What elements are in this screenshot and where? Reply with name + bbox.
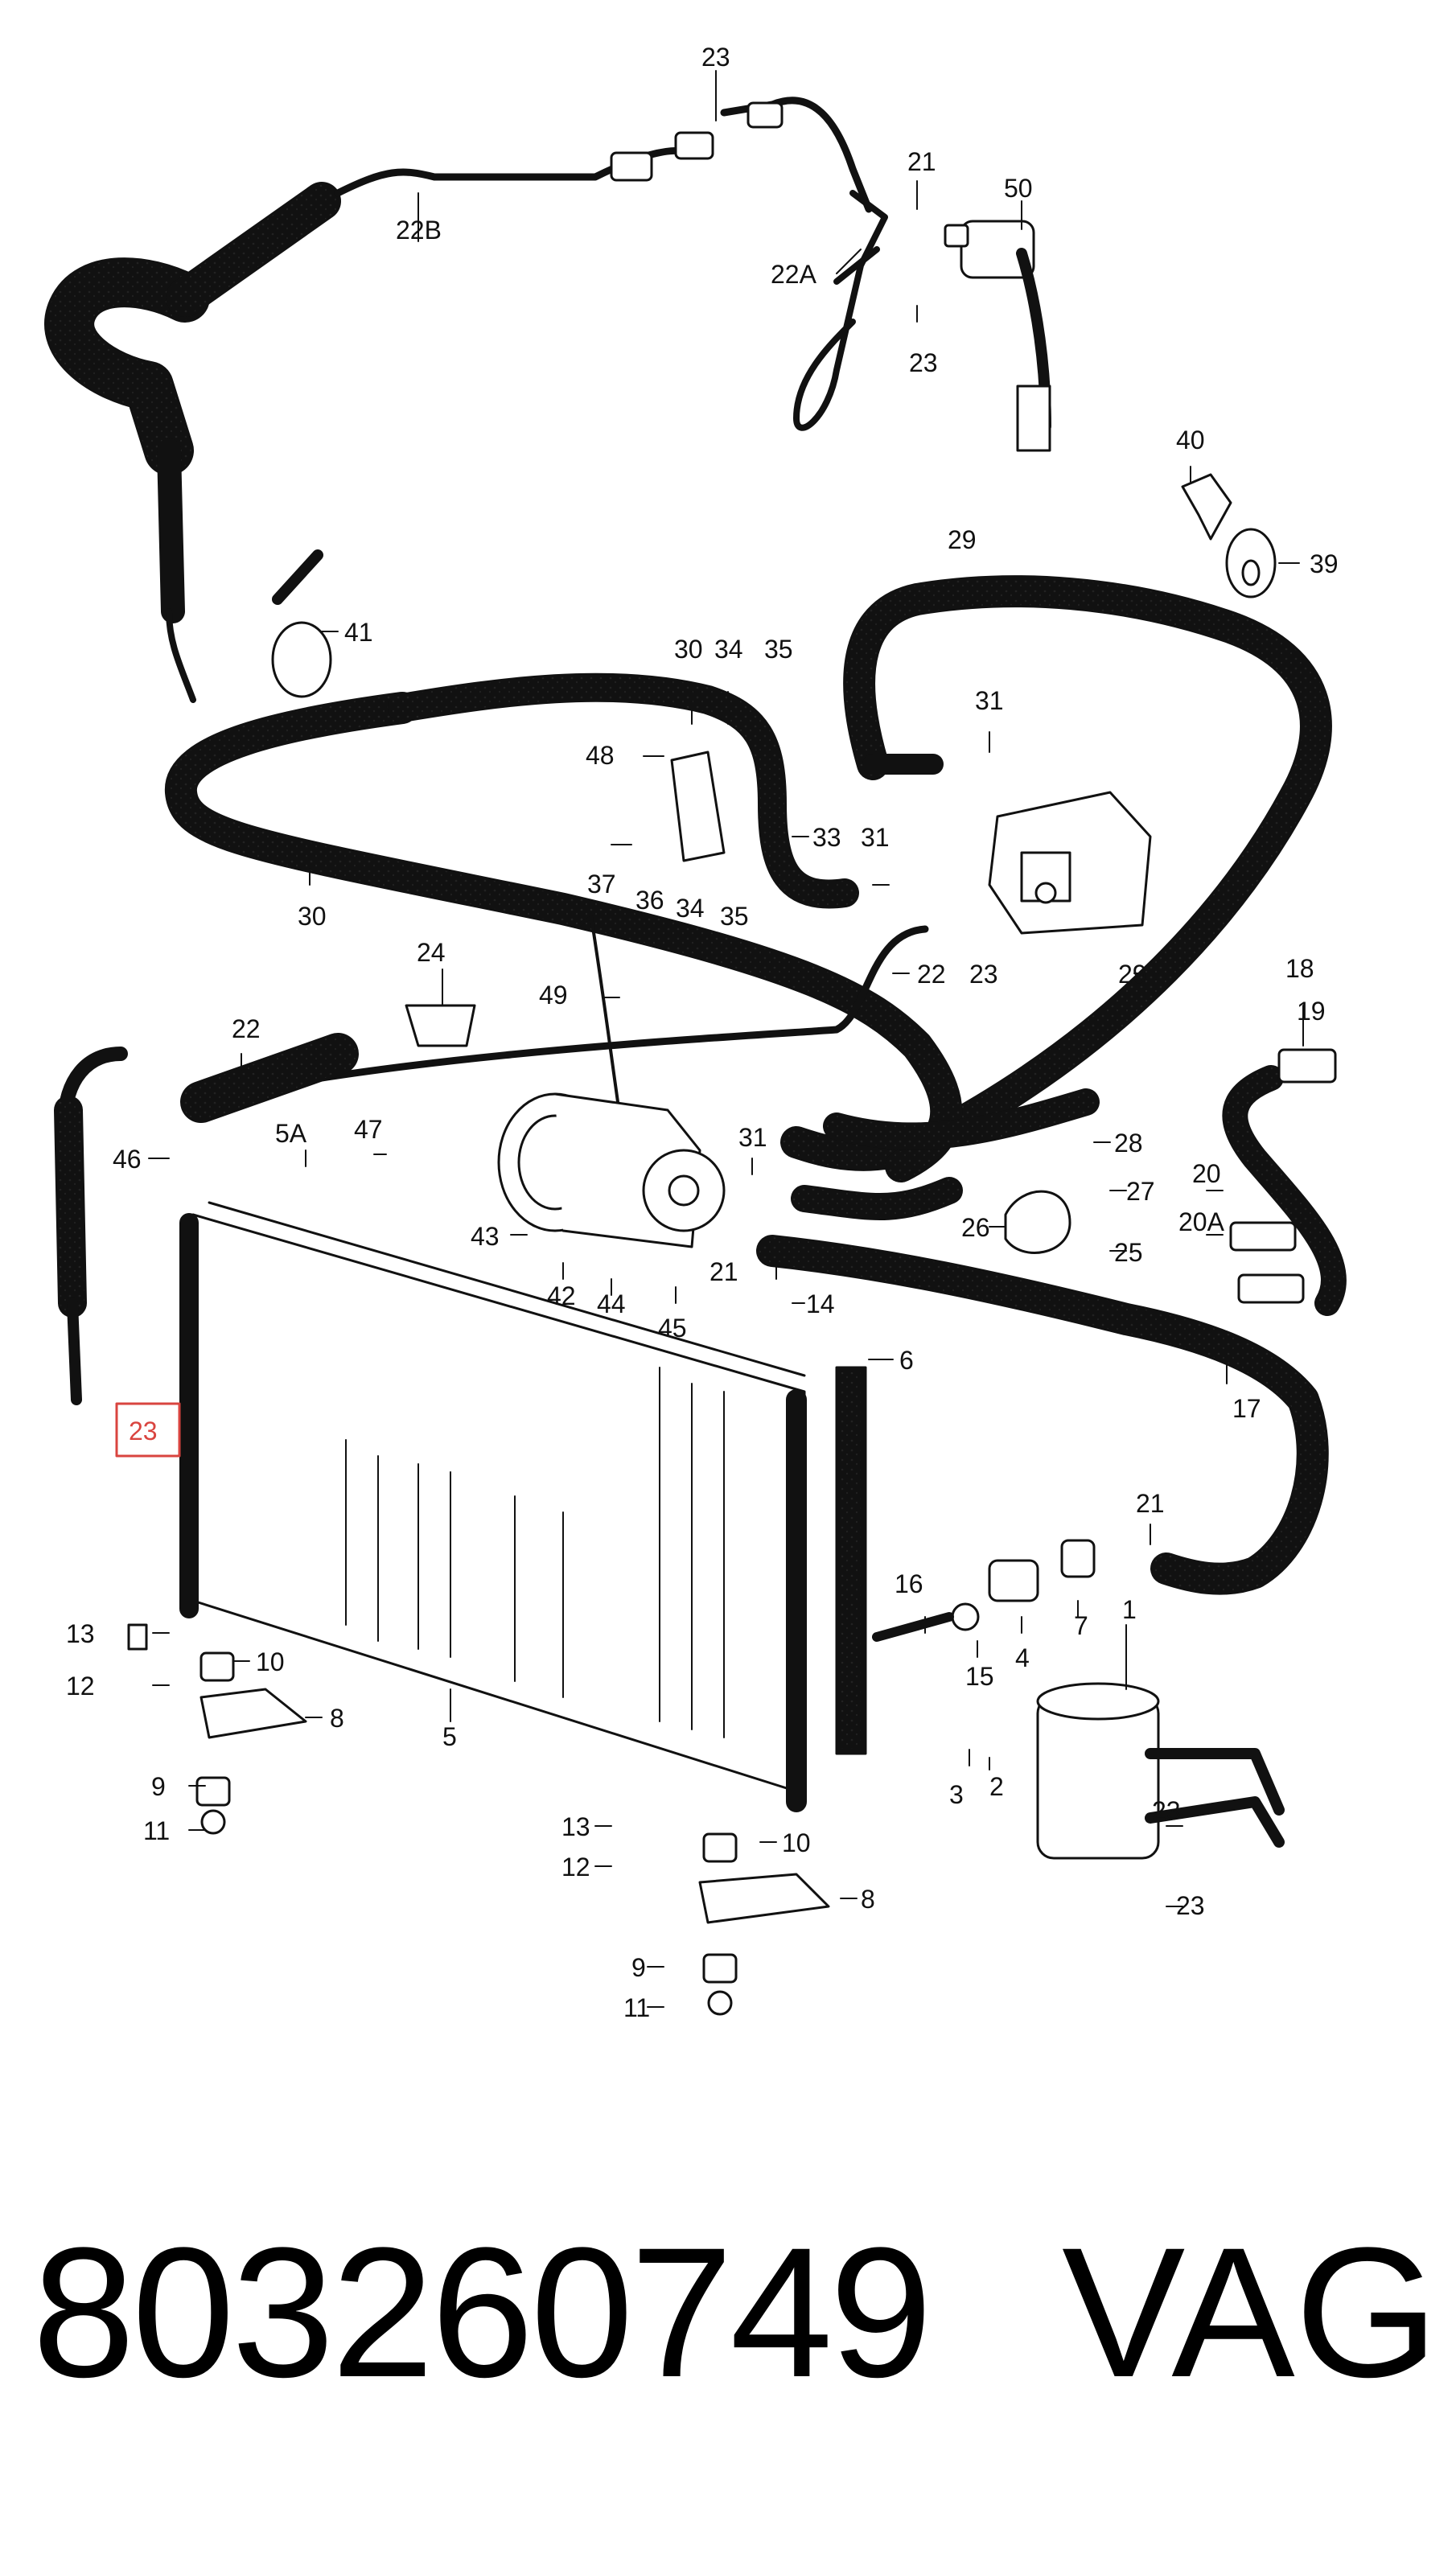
callout-37: 37 xyxy=(587,870,616,899)
mount-parts-right xyxy=(698,1832,830,2016)
part-number: 803260749 xyxy=(32,2209,932,2416)
callout-7: 7 xyxy=(1074,1611,1088,1640)
callout-1: 1 xyxy=(1122,1595,1137,1624)
callout-23: 23 xyxy=(969,960,998,989)
callout-24: 24 xyxy=(417,938,446,967)
callout-11: 11 xyxy=(143,1816,170,1845)
callout-28: 28 xyxy=(1114,1129,1143,1158)
brand-label: VAG xyxy=(1062,2209,1439,2416)
hose-30 xyxy=(165,672,963,1182)
clip-40 xyxy=(1181,473,1232,541)
highlight-box-23 xyxy=(115,1402,181,1458)
callout-15: 15 xyxy=(965,1662,994,1691)
callout-26: 26 xyxy=(961,1213,990,1242)
callout-21: 21 xyxy=(907,147,936,176)
callout-14: 14 xyxy=(806,1289,835,1318)
callout-25: 25 xyxy=(1114,1238,1143,1267)
callout-35: 35 xyxy=(764,635,793,664)
callout-13: 13 xyxy=(561,1812,590,1841)
callout-31: 31 xyxy=(861,823,890,852)
callout-47: 47 xyxy=(354,1115,383,1144)
callout-3: 3 xyxy=(949,1780,964,1809)
callout-29: 29 xyxy=(1118,960,1147,989)
hose-22 xyxy=(54,925,929,1405)
callout-4: 4 xyxy=(1015,1643,1030,1672)
clamp-24 xyxy=(405,1004,476,1047)
callout-9: 9 xyxy=(631,1953,646,1982)
callout-43: 43 xyxy=(471,1222,500,1251)
cable-tie-41 xyxy=(271,549,332,698)
callout-2: 2 xyxy=(989,1772,1004,1801)
callout-5A: 5A xyxy=(275,1119,307,1148)
callout-23: 23 xyxy=(701,43,730,72)
receiver-drier-1 xyxy=(1036,1682,1285,1860)
callout-23-highlighted: 23 xyxy=(129,1417,158,1446)
seal-6 xyxy=(835,1366,867,1755)
callout-18: 18 xyxy=(1285,954,1314,983)
callout-30: 30 xyxy=(674,635,703,664)
callout-17: 17 xyxy=(1232,1394,1261,1423)
callout-6: 6 xyxy=(899,1346,914,1375)
callout-30: 30 xyxy=(298,902,327,931)
callout-46: 46 xyxy=(113,1145,142,1174)
callout-10: 10 xyxy=(782,1828,811,1857)
callout-9: 9 xyxy=(151,1772,166,1801)
hose-22b xyxy=(44,97,888,703)
callout-22A: 22A xyxy=(771,260,817,289)
callout-19: 19 xyxy=(1297,997,1326,1026)
switches-20 xyxy=(1229,1221,1305,1304)
callout-10: 10 xyxy=(256,1647,285,1676)
callout-27: 27 xyxy=(1126,1177,1155,1206)
bushing-4-7 xyxy=(872,1539,1096,1642)
callout-8: 8 xyxy=(330,1704,344,1733)
callout-22: 22 xyxy=(232,1014,261,1043)
callout-23: 23 xyxy=(1152,1796,1181,1825)
grommet-39 xyxy=(1225,528,1277,598)
callout-36: 36 xyxy=(635,886,664,915)
callout-12: 12 xyxy=(561,1853,590,1881)
pressure-switch-50 xyxy=(944,220,1051,452)
condenser-5 xyxy=(179,1201,807,1812)
callout-48: 48 xyxy=(586,741,615,770)
callout-40: 40 xyxy=(1176,426,1205,454)
callout-31: 31 xyxy=(738,1123,767,1152)
callout-39: 39 xyxy=(1310,549,1339,578)
expansion-valve-block xyxy=(988,791,1152,935)
compressor xyxy=(497,1092,726,1248)
callout-5: 5 xyxy=(442,1722,457,1751)
callout-8: 8 xyxy=(861,1885,875,1914)
callout-21: 21 xyxy=(1136,1489,1165,1518)
callout-44: 44 xyxy=(597,1289,626,1318)
callout-35: 35 xyxy=(720,902,749,931)
callout-42: 42 xyxy=(547,1281,576,1310)
callout-23: 23 xyxy=(909,348,938,377)
callout-34: 34 xyxy=(676,894,705,923)
hose-compressor-outlet xyxy=(756,1088,1329,1595)
callout-49: 49 xyxy=(539,981,568,1010)
callout-12: 12 xyxy=(66,1672,95,1701)
callout-45: 45 xyxy=(658,1314,687,1343)
callout-50: 50 xyxy=(1004,174,1033,203)
callout-22: 22 xyxy=(917,960,946,989)
callout-34: 34 xyxy=(714,635,743,664)
callout-33: 33 xyxy=(812,823,841,852)
bracket-48 xyxy=(670,751,726,862)
callout-31: 31 xyxy=(975,686,1004,715)
callout-11: 11 xyxy=(623,1993,650,2022)
callout-20: 20 xyxy=(1192,1159,1221,1188)
callout-41: 41 xyxy=(344,618,373,647)
hose-18 xyxy=(1222,1048,1347,1316)
bracket-26 xyxy=(1004,1190,1071,1254)
callout-13: 13 xyxy=(66,1619,95,1648)
callout-22B: 22B xyxy=(396,216,442,245)
callout-21: 21 xyxy=(709,1257,738,1286)
callout-20A: 20A xyxy=(1178,1207,1225,1236)
mount-parts-left xyxy=(127,1623,307,1835)
callout-29: 29 xyxy=(948,525,977,554)
callout-23: 23 xyxy=(1176,1891,1205,1920)
callout-16: 16 xyxy=(895,1569,923,1598)
callouts: 23 21 50 22B 22A 23 40 39 41 29 30 34 35… xyxy=(66,43,1339,2022)
